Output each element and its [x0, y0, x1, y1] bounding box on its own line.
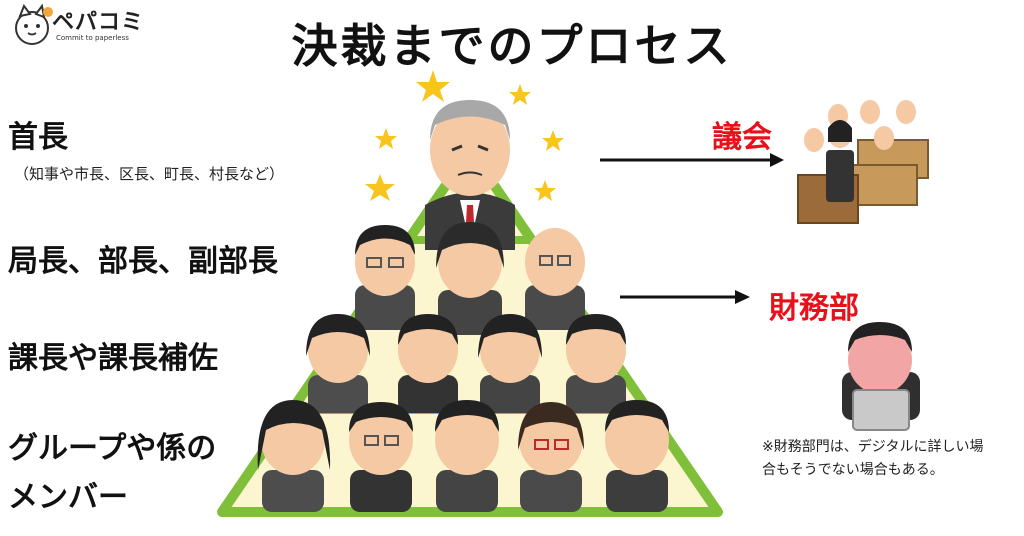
star-icon	[365, 174, 395, 201]
manager-row	[306, 314, 626, 413]
person-avatar	[306, 314, 370, 413]
logo-tagline: Commit to paperless	[56, 34, 129, 42]
person-avatar	[478, 314, 542, 413]
person-avatar	[518, 402, 584, 512]
finance-dept-label: 財務部	[769, 291, 859, 326]
director-row	[355, 222, 585, 335]
assembly-illustration	[797, 100, 929, 224]
finance-officer-illustration	[842, 322, 920, 431]
level-head-label: 首長	[8, 120, 68, 155]
star-icon	[375, 128, 397, 149]
star-icon	[509, 84, 531, 105]
page-title: 決裁までのプロセス	[291, 19, 733, 73]
person-avatar	[435, 400, 499, 512]
level-member-label-2: メンバー	[8, 480, 128, 515]
assembly-label: 議会	[712, 120, 772, 155]
star-icon	[416, 70, 450, 102]
logo-cat-icon	[15, 4, 53, 45]
star-icon	[534, 180, 556, 201]
level-member-label: グループや係の	[8, 431, 217, 466]
person-avatar	[605, 400, 669, 512]
star-icon	[542, 130, 564, 151]
finance-footnote: ※財務部門は、デジタルに詳しい場合もそうでない場合もある。	[762, 439, 984, 478]
logo	[8, 4, 158, 48]
person-avatar	[257, 400, 331, 512]
level-head-note: （知事や市長、区長、町長、村長など）	[14, 165, 285, 183]
person-avatar	[349, 402, 413, 512]
person-avatar	[525, 228, 585, 330]
star-icons	[365, 70, 564, 201]
level-director-label: 局長、部長、副部長	[8, 244, 278, 279]
person-avatar	[436, 222, 504, 335]
logo-text: ペパコミ	[52, 10, 145, 35]
arrow-to-finance	[620, 290, 750, 304]
person-avatar	[398, 314, 458, 413]
person-avatar	[566, 314, 626, 413]
person-avatar	[355, 225, 415, 330]
member-row	[257, 400, 669, 512]
level-manager-label: 課長や課長補佐	[8, 341, 218, 376]
arrow-to-assembly	[600, 153, 784, 167]
